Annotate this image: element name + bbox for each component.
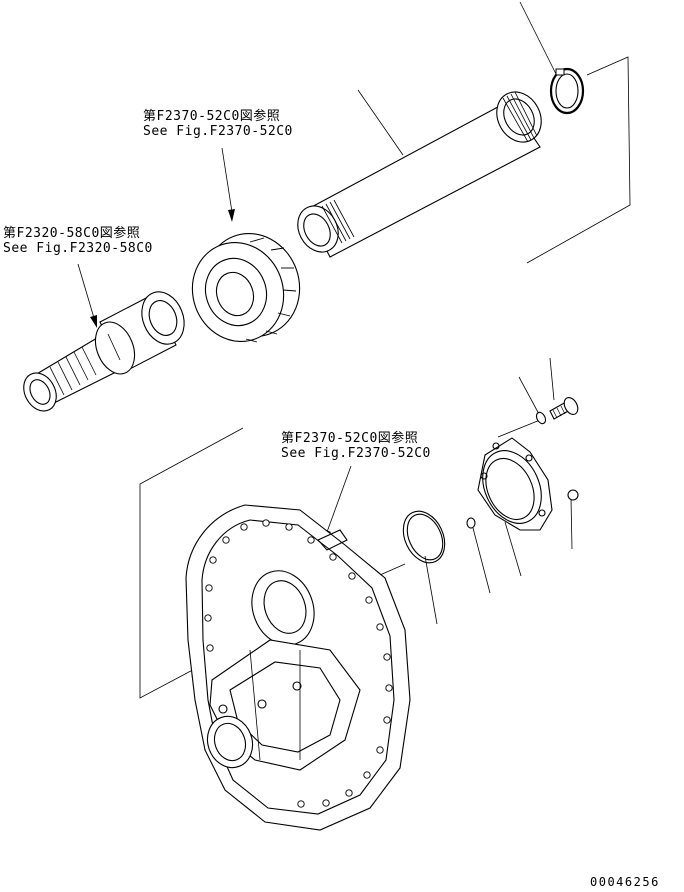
housing [185,504,411,831]
ref-input-shaft-label: 第F2320-58C0図参照 See Fig.F2320-58C0 [3,226,153,256]
bearing-cover [477,437,553,531]
drawing-number: 00046256 [590,875,660,889]
ref-ring-gear-jp: 第F2370-52C0図参照 [143,109,281,124]
bolt [549,397,579,420]
ring-gear [191,233,301,343]
ref-ring-gear-label: 第F2370-52C0図参照 See Fig.F2370-52C0 [143,109,293,139]
ref-input-shaft-en: See Fig.F2320-58C0 [3,241,153,256]
ref-ring-gear-en: See Fig.F2370-52C0 [143,124,293,139]
snap-ring [549,67,585,115]
ref-input-shaft-jp: 第F2320-58C0図参照 [3,226,141,241]
ref-housing-jp: 第F2370-52C0図参照 [281,431,419,446]
ref-housing-en: See Fig.F2370-52C0 [281,446,431,461]
small-pin [466,517,476,529]
plug [567,489,579,501]
ref-housing-label: 第F2370-52C0図参照 See Fig.F2370-52C0 [281,431,431,461]
o-ring [402,510,446,564]
input-shaft [23,291,185,412]
lock-washer [535,411,547,425]
splined-shaft [297,91,542,258]
